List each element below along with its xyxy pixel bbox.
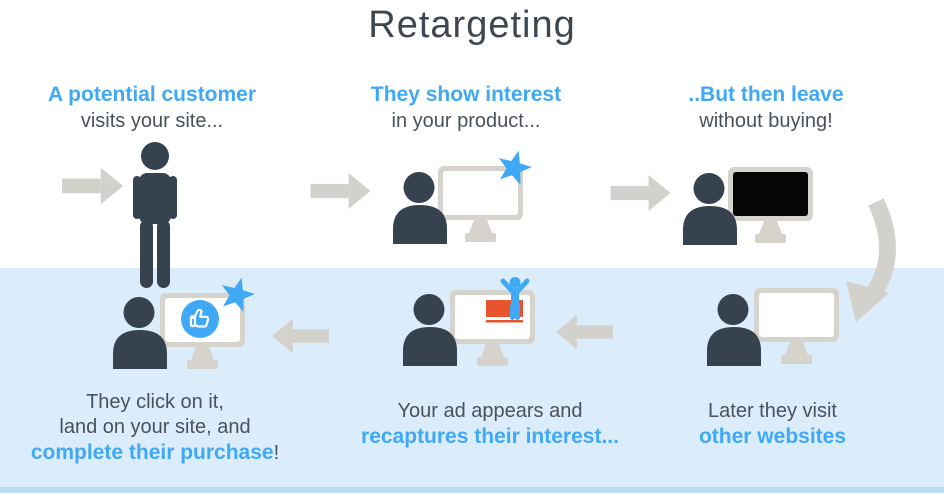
person-at-computer-icon xyxy=(706,272,856,368)
star-icon xyxy=(496,150,532,191)
step4-plain-text: Later they visit xyxy=(708,400,837,422)
arrow-right-icon xyxy=(310,172,372,215)
step2-emphasis-text: They show interest xyxy=(370,83,562,106)
person-bust-icon xyxy=(112,297,172,374)
curved-arrow-down-icon xyxy=(840,196,910,331)
person-at-computer-icon xyxy=(402,270,557,370)
bottom-edge-strip xyxy=(0,487,944,493)
step6-plain-line2: land on your site, and xyxy=(59,416,251,438)
step3-plain-text: without buying! xyxy=(699,110,833,132)
person-bust-icon xyxy=(682,173,742,250)
person-bust-icon xyxy=(706,294,766,371)
person-bust-icon xyxy=(392,172,452,249)
page-title: Retargeting xyxy=(368,4,576,46)
monitor-icon xyxy=(754,288,839,371)
monitor-icon xyxy=(438,166,523,249)
step6-plain-line1: They click on it, xyxy=(86,391,224,413)
person-at-computer-icon xyxy=(682,151,832,247)
step1-plain-text: visits your site... xyxy=(80,110,224,132)
person-at-computer-icon xyxy=(392,150,542,246)
arrow-right-icon xyxy=(62,166,124,211)
step4-emphasis-text: other websites xyxy=(698,425,847,448)
monitor-screen-off-icon xyxy=(728,167,813,250)
arrow-left-icon xyxy=(268,318,332,359)
step1-emphasis-text: A potential customer xyxy=(47,83,257,106)
person-bust-icon xyxy=(402,294,462,371)
person-at-computer-icon xyxy=(112,275,262,375)
step1-caption: A potential customer visits your site... xyxy=(8,82,296,134)
thumbs-up-icon xyxy=(180,299,220,344)
arrow-left-icon xyxy=(552,314,616,355)
step6-suffix-text: ! xyxy=(273,442,280,464)
step4-caption: Later they visit other websites xyxy=(660,398,885,450)
step5-emphasis-text: recaptures their interest... xyxy=(361,425,619,448)
step6-emphasis-text: complete their purchase xyxy=(30,441,274,464)
step2-caption: They show interest in your product... xyxy=(330,82,602,134)
step5-caption: Your ad appears and recaptures their int… xyxy=(350,398,630,450)
arrow-right-icon xyxy=(610,174,672,217)
step5-plain-text: Your ad appears and xyxy=(397,400,583,422)
step6-caption: They click on it, land on your site, and… xyxy=(10,390,300,466)
step3-emphasis-text: ..But then leave xyxy=(688,83,844,106)
monitor-icon xyxy=(160,293,245,376)
star-icon xyxy=(219,277,255,318)
step3-caption: ..But then leave without buying! xyxy=(640,82,892,134)
celebrating-person-icon xyxy=(498,276,532,325)
step2-plain-text: in your product... xyxy=(391,110,541,132)
standing-person-icon xyxy=(126,142,184,295)
